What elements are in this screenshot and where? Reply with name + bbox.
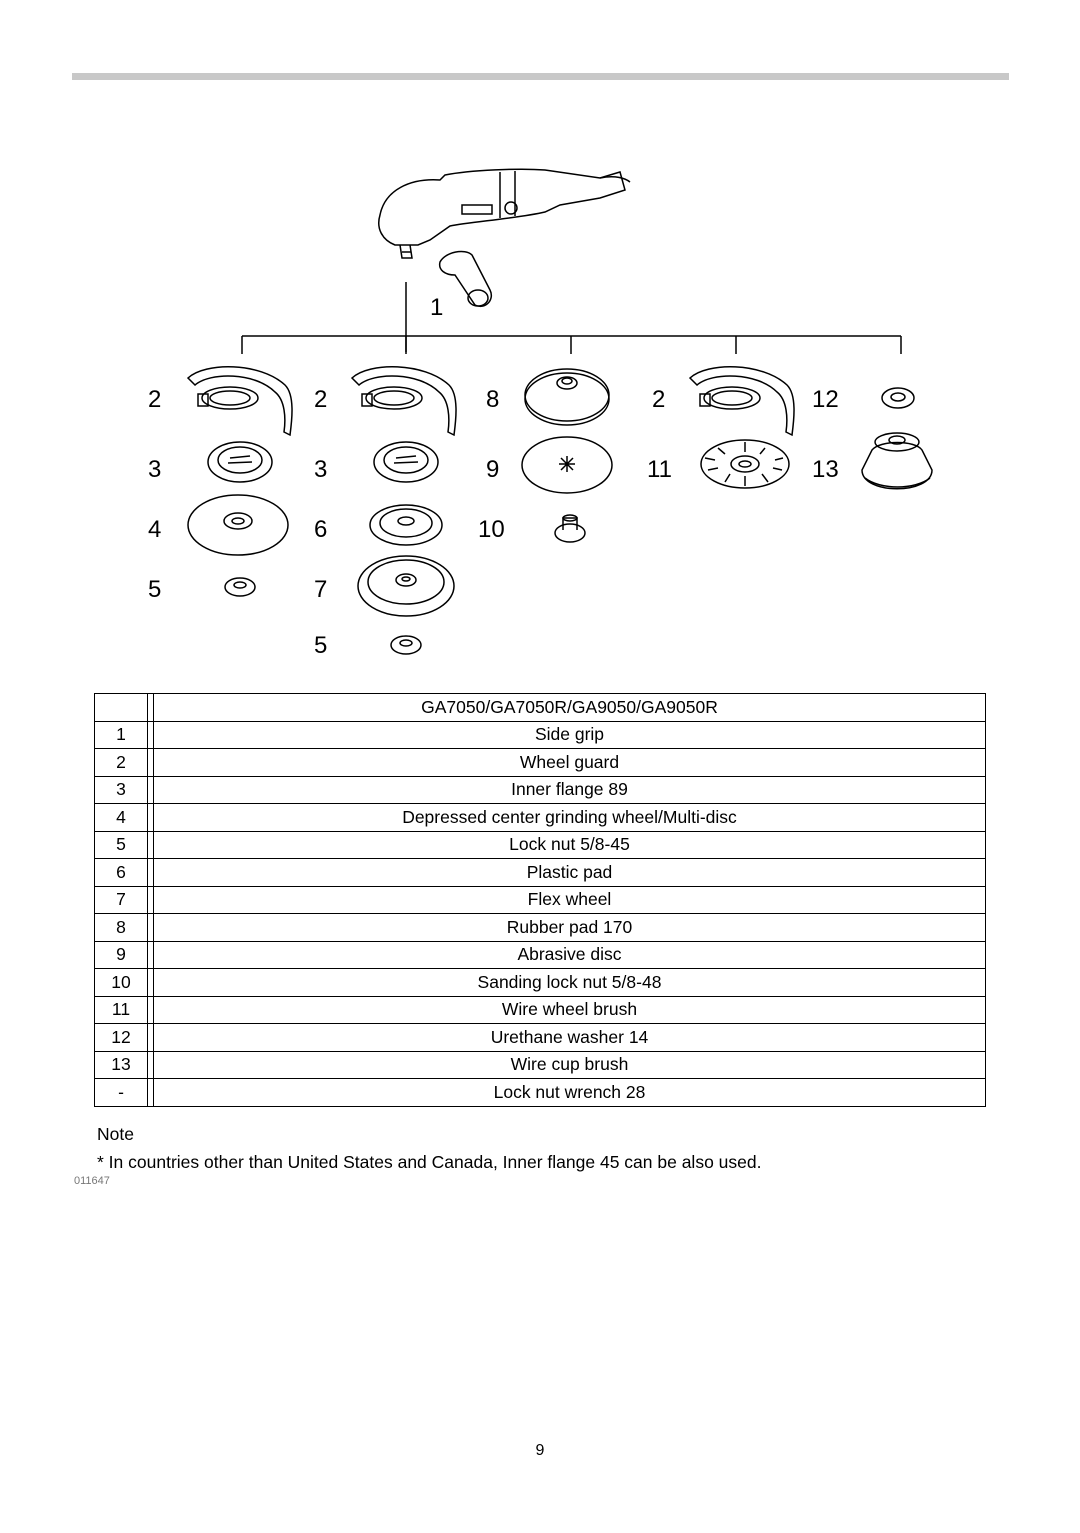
inner-flange-icon <box>373 441 439 483</box>
item-description: Abrasive disc <box>153 940 986 969</box>
item-description: Wheel guard <box>153 748 986 777</box>
note-text: * In countries other than United States … <box>97 1152 762 1172</box>
note-label: Note <box>97 1124 134 1144</box>
item-number: 4 <box>94 803 148 832</box>
model-header: GA7050/GA7050R/GA9050/GA9050R <box>153 693 986 722</box>
item-number: 1 <box>94 720 148 749</box>
wire-cup-brush-icon <box>861 432 933 490</box>
item-description: Flex wheel <box>153 885 986 914</box>
item-description: Plastic pad <box>153 858 986 887</box>
accessory-diagram: 1 2 2 8 2 12 3 3 9 11 13 4 6 10 5 7 5 <box>0 150 1080 670</box>
top-rule <box>72 73 1009 80</box>
table-separator <box>147 1050 154 1079</box>
callout-13: 13 <box>812 456 839 483</box>
item-number: - <box>94 1078 148 1107</box>
item-number: 5 <box>94 830 148 859</box>
rubber-pad-icon <box>524 368 610 426</box>
sanding-lock-nut-icon <box>554 514 586 543</box>
callout-10: 10 <box>478 516 505 543</box>
grinding-wheel-icon <box>187 494 289 556</box>
callout-6: 6 <box>314 516 328 543</box>
item-number: 9 <box>94 940 148 969</box>
item-number: 6 <box>94 858 148 887</box>
table-separator <box>147 1023 154 1052</box>
callout-3: 3 <box>314 456 328 483</box>
table-row: -Lock nut wrench 28 <box>94 1078 986 1107</box>
callout-3: 3 <box>148 456 162 483</box>
item-number: 8 <box>94 913 148 942</box>
wheel-guard-icon <box>688 366 795 437</box>
item-number: 11 <box>94 995 148 1024</box>
table-header-row: GA7050/GA7050R/GA9050/GA9050R <box>94 693 986 722</box>
flex-wheel-icon <box>357 555 455 617</box>
item-number: 3 <box>94 775 148 804</box>
item-number: 2 <box>94 748 148 777</box>
callout-5: 5 <box>148 576 162 603</box>
lock-nut-icon <box>390 635 422 655</box>
item-number: 12 <box>94 1023 148 1052</box>
table-cell-empty <box>94 693 148 722</box>
item-description: Sanding lock nut 5/8-48 <box>153 968 986 997</box>
item-description: Side grip <box>153 720 986 749</box>
callout-11: 11 <box>647 456 672 483</box>
callout-1: 1 <box>430 294 444 321</box>
item-description: Urethane washer 14 <box>153 1023 986 1052</box>
item-number: 7 <box>94 885 148 914</box>
urethane-washer-icon <box>881 387 915 409</box>
callout-9: 9 <box>486 456 500 483</box>
item-number: 13 <box>94 1050 148 1079</box>
item-number: 10 <box>94 968 148 997</box>
item-description: Inner flange 89 <box>153 775 986 804</box>
callout-5: 5 <box>314 632 328 659</box>
item-description: Lock nut 5/8-45 <box>153 830 986 859</box>
document-code: 011647 <box>74 1175 110 1187</box>
wheel-guard-icon <box>350 366 457 437</box>
callout-2: 2 <box>148 386 162 413</box>
callout-2: 2 <box>652 386 666 413</box>
item-description: Wire wheel brush <box>153 995 986 1024</box>
item-description: Wire cup brush <box>153 1050 986 1079</box>
callout-4: 4 <box>148 516 162 543</box>
inner-flange-icon <box>207 441 273 483</box>
callout-2: 2 <box>314 386 328 413</box>
callout-7: 7 <box>314 576 328 603</box>
callout-8: 8 <box>486 386 500 413</box>
table-separator <box>147 1078 154 1107</box>
wheel-guard-icon <box>186 366 293 437</box>
angle-grinder-icon <box>378 168 631 307</box>
item-description: Depressed center grinding wheel/Multi-di… <box>153 803 986 832</box>
abrasive-disc-icon <box>521 436 613 494</box>
callout-12: 12 <box>812 386 839 413</box>
page-number: 9 <box>535 1442 545 1459</box>
wire-wheel-brush-icon <box>700 439 790 489</box>
plastic-pad-icon <box>369 504 443 546</box>
item-description: Rubber pad 170 <box>153 913 986 942</box>
accessory-illustration <box>186 168 933 655</box>
lock-nut-icon <box>224 577 256 597</box>
item-description: Lock nut wrench 28 <box>153 1078 986 1107</box>
